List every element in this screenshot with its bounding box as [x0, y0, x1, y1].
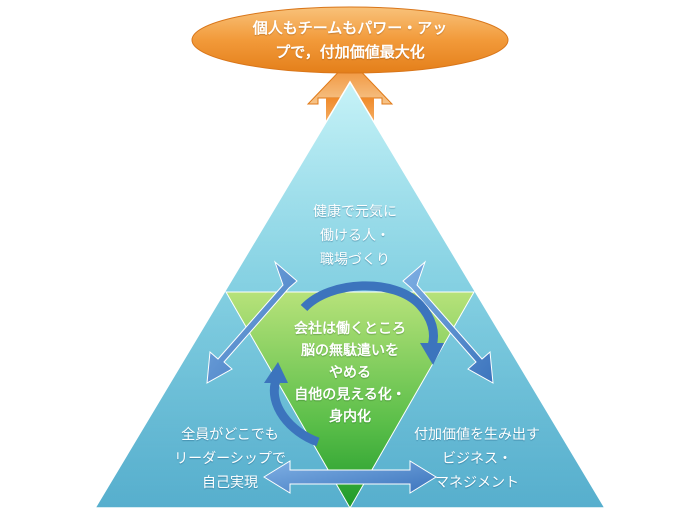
top-node-label: 健康で元気に 働ける人・ 職場づくり [280, 200, 430, 272]
center-node-line-5: 身内化 [329, 409, 371, 425]
arrow-top-left [206, 260, 298, 384]
cycle-arrows [264, 281, 444, 447]
center-node-label: 会社は働くところ 脳の無駄遣いを やめる 自他の見える化・ 身内化 [265, 318, 435, 428]
goal-line-1: 個人もチームもパワー・アッ [252, 19, 448, 37]
center-node-line-3: やめる [329, 365, 371, 381]
left-node-line-1: 全員がどこでも [181, 427, 279, 443]
arrow-bottom [263, 460, 437, 494]
center-node-line-4: 自他の見える化・ [294, 387, 406, 403]
center-triangle [225, 291, 475, 510]
left-node-line-2: リーダーシップで [174, 451, 286, 467]
cycle-arc-top [300, 281, 438, 348]
top-node-line-1: 健康で元気に [313, 204, 397, 220]
left-node-label: 全員がどこでも リーダーシップで 自己実現 [150, 423, 310, 495]
center-node-line-2: 脳の無駄遣いを [301, 343, 399, 359]
center-node-line-1: 会社は働くところ [294, 321, 406, 337]
cycle-arrowhead-right [420, 343, 444, 365]
right-node-label: 付加価値を生み出す ビジネス・ マネジメント [392, 423, 562, 495]
right-node-line-3: マネジメント [435, 475, 519, 491]
cycle-arrowhead-left [264, 362, 288, 383]
top-node-line-2: 働ける人・ [320, 228, 390, 244]
arrow-top-right [402, 260, 494, 384]
left-node-line-3: 自己実現 [202, 475, 258, 491]
cycle-arc-bottom [269, 378, 320, 447]
right-node-line-2: ビジネス・ [442, 451, 512, 467]
goal-ellipse [191, 6, 509, 74]
right-node-line-1: 付加価値を生み出す [414, 427, 540, 443]
goal-line-2: プで，付加価値最大化 [275, 43, 425, 61]
goal-label: 個人もチームもパワー・アッ プで，付加価値最大化 [215, 16, 485, 64]
top-node-line-3: 職場づくり [320, 252, 390, 268]
